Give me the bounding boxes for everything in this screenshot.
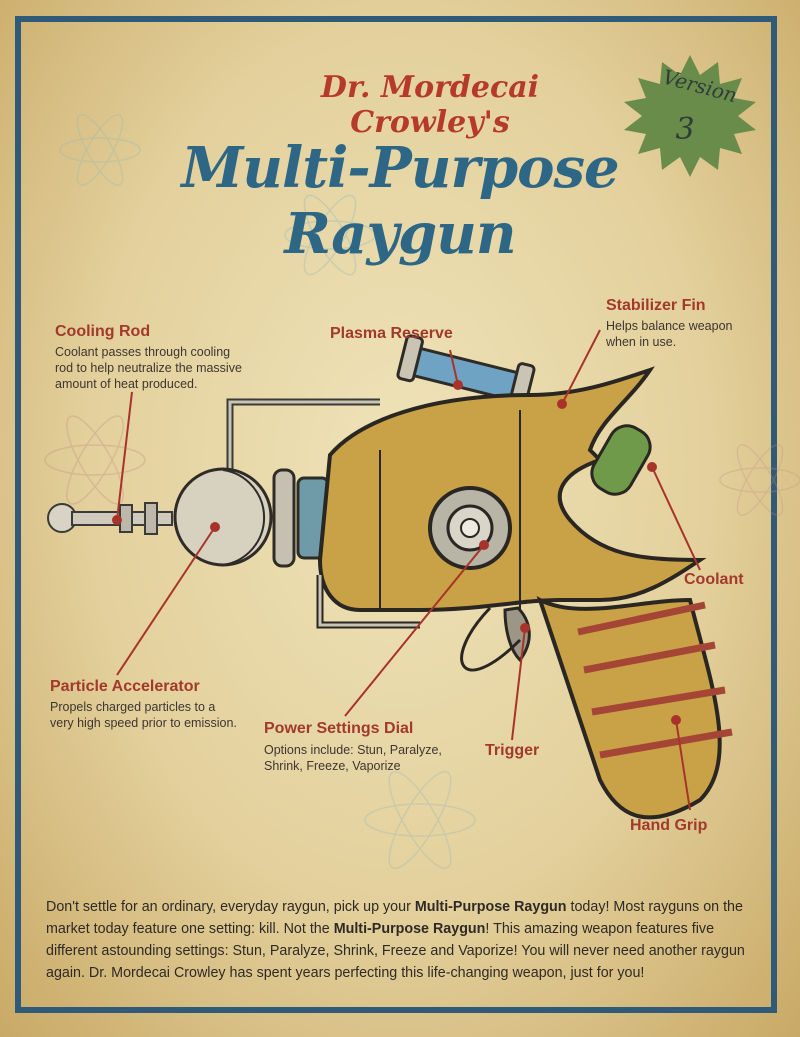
desc-line: very high speed prior to emission.	[50, 716, 237, 730]
atom-icon	[59, 114, 141, 186]
label-hand-grip: Hand Grip	[630, 817, 708, 834]
poster-frame	[15, 16, 777, 1013]
desc-line: Propels charged particles to a	[50, 700, 216, 714]
body-bold-product: Multi-Purpose Raygun	[414, 899, 567, 915]
desc-stabilizer-fin: Helps balance weapon when in use.	[606, 318, 732, 350]
page-title: Multi-Purpose Raygun	[181, 135, 619, 267]
body-text-part: ! This amazing weapon features five diff…	[46, 921, 745, 981]
title-byline: Dr. Mordecai Crowley's	[320, 70, 540, 140]
atom-icon	[719, 444, 800, 516]
desc-line: amount of heat produced.	[55, 377, 198, 391]
desc-line: Options include: Stun, Paralyze,	[264, 743, 442, 757]
label-power-settings-dial: Power Settings Dial	[264, 720, 414, 737]
label-plasma-reserve: Plasma Reserve	[330, 325, 453, 342]
body-bold-product: Multi-Purpose Raygun	[333, 921, 486, 937]
atom-icon	[364, 770, 476, 870]
leader-lines	[112, 329, 701, 811]
label-stabilizer-fin: Stabilizer Fin	[606, 297, 706, 314]
label-cooling-rod: Cooling Rod	[55, 323, 151, 340]
description-paragraph: Don't settle for an ordinary, everyday r…	[46, 896, 758, 984]
gun-body	[316, 366, 733, 820]
atom-icon	[284, 194, 376, 276]
desc-line: Shrink, Freeze, Vaporize	[264, 759, 401, 773]
version-badge	[624, 55, 756, 177]
desc-power-settings-dial: Options include: Stun, Paralyze, Shrink,…	[264, 742, 442, 774]
desc-particle-accelerator: Propels charged particles to a very high…	[50, 699, 237, 731]
label-coolant: Coolant	[684, 571, 744, 588]
label-trigger: Trigger	[485, 742, 540, 759]
version-badge-number: 3	[675, 112, 695, 147]
body-text-part: Don't settle for an ordinary, everyday r…	[46, 899, 415, 915]
body-text-part: today! Most rayguns on the market today …	[46, 899, 743, 937]
particle-accelerator	[173, 467, 330, 568]
desc-line: Coolant passes through cooling	[55, 345, 231, 359]
atom-icon	[44, 415, 146, 505]
desc-line: when in use.	[606, 335, 677, 349]
cooling-rod	[47, 502, 173, 535]
desc-line: Helps balance weapon	[606, 319, 733, 333]
desc-line: rod to help neutralize the massive	[55, 361, 242, 375]
desc-cooling-rod: Coolant passes through cooling rod to he…	[55, 344, 242, 392]
label-particle-accelerator: Particle Accelerator	[50, 678, 200, 695]
